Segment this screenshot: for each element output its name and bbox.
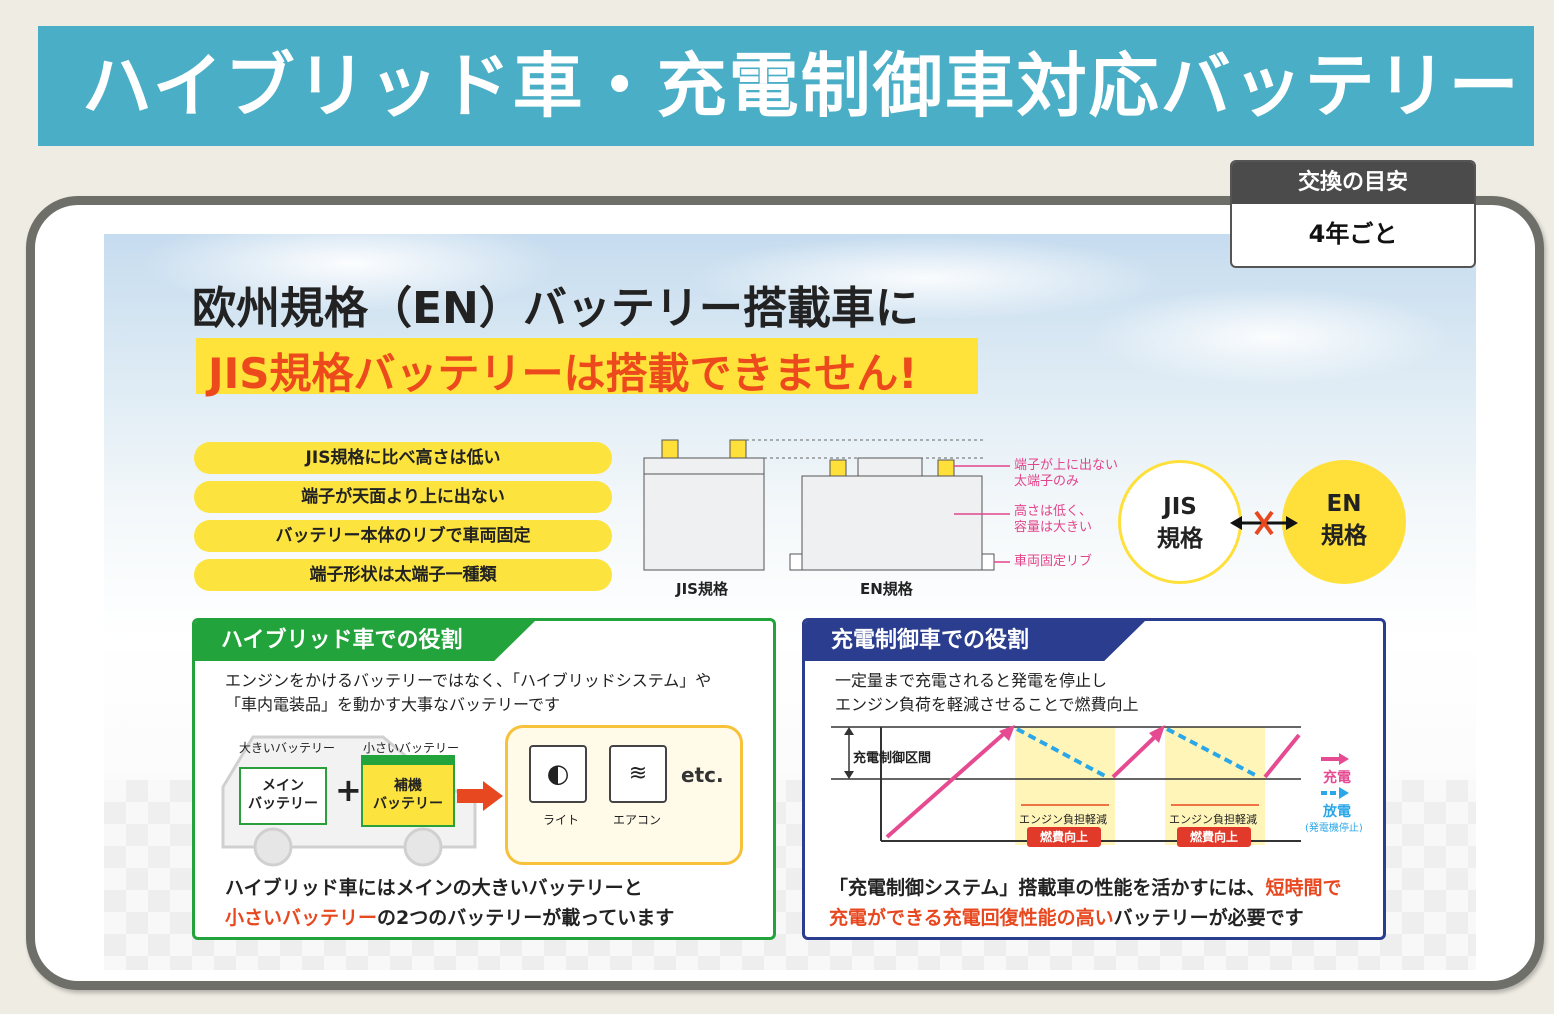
info-graphic: 欧州規格（EN）バッテリー搭載車に JIS規格バッテリーは搭載できません! JI… — [104, 234, 1476, 970]
replacement-badge: 交換の目安 4年ごと — [1230, 160, 1476, 268]
annotation-terminal: 端子が上に出ない 太端子のみ — [1014, 458, 1119, 489]
warning-highlight — [196, 338, 978, 394]
replacement-value: 4年ごと — [1308, 220, 1398, 248]
battery-top-icon — [361, 755, 455, 765]
hybrid-summary: ハイブリッド車にはメインの大きいバッテリーと 小さいバッテリーの2つのバッテリー… — [225, 877, 675, 929]
charge-control-role-box: 充電制御車での役割 一定量まで充電されると発電を停止し エンジン負荷を軽減させる… — [802, 618, 1386, 940]
jis-battery-illustration — [643, 439, 765, 571]
legend-charge: 充電 — [1323, 770, 1351, 786]
jis-caption: JIS規格 — [676, 580, 728, 598]
charge-control-title: 充電制御車での役割 — [805, 621, 1145, 661]
warning-heading: JIS規格バッテリーは搭載できません! — [208, 349, 918, 398]
legend-discharge-note: (発電機停止) — [1305, 823, 1363, 834]
feature-pill: 端子が天面より上に出ない — [194, 481, 612, 513]
etc-label: etc. — [681, 763, 724, 787]
aux-battery-box: 補機 バッテリー — [361, 761, 455, 827]
light-icon: ◐ — [529, 745, 587, 803]
fuel-efficiency-badge: 燃費向上 — [1027, 827, 1101, 847]
replacement-label: 交換の目安 — [1232, 162, 1474, 204]
info-heading: 欧州規格（EN）バッテリー搭載車に — [192, 283, 919, 334]
en-circle: EN 規格 — [1282, 460, 1406, 584]
small-battery-label: 小さいバッテリー — [363, 741, 460, 755]
hybrid-role-box: ハイブリッド車での役割 エンジンをかけるバッテリーではなく、「ハイブリッドシステ… — [192, 618, 776, 940]
big-battery-label: 大きいバッテリー — [239, 741, 336, 755]
annotation-rib: 車両固定リブ — [1014, 554, 1093, 569]
en-caption: EN規格 — [860, 580, 913, 598]
air-conditioner-icon: ≋ — [609, 745, 667, 803]
ac-label: エアコン — [613, 813, 662, 827]
fuel-efficiency-badge: 燃費向上 — [1177, 827, 1251, 847]
light-label: ライト — [543, 813, 580, 827]
legend-discharge: 放電 — [1323, 804, 1351, 820]
incompatible-arrow-icon — [1230, 510, 1298, 536]
feature-pill: バッテリー本体のリブで車両固定 — [194, 520, 612, 552]
load-reduction-label: エンジン負担軽減 — [1169, 813, 1257, 826]
power-arrow-icon — [457, 781, 503, 811]
battery-diagram — [643, 439, 1010, 571]
legend-arrows-icon — [1321, 753, 1349, 799]
page-title: ハイブリッド車・充電制御車対応バッテリー — [82, 45, 1521, 127]
feature-pill: 端子形状は太端子一種類 — [194, 559, 612, 591]
title-bar: ハイブリッド車・充電制御車対応バッテリー — [38, 26, 1534, 146]
charge-range-label: 充電制御区間 — [853, 751, 932, 766]
annotation-height: 高さは低く、 容量は大きい — [1014, 504, 1093, 535]
en-battery-illustration — [789, 457, 995, 571]
hybrid-role-desc: エンジンをかけるバッテリーではなく、「ハイブリッドシステム」や 「車内電装品」を… — [225, 671, 712, 714]
hybrid-role-title: ハイブリッド車での役割 — [195, 621, 535, 661]
feature-pill: JIS規格に比べ高さは低い — [194, 442, 612, 474]
jis-circle: JIS 規格 — [1118, 460, 1242, 584]
main-battery-box: メイン バッテリー — [239, 767, 327, 825]
charge-control-summary: 「充電制御システム」搭載車の性能を活かすには、短時間で 充電ができる充電回復性能… — [829, 877, 1342, 929]
charge-control-desc: 一定量まで充電されると発電を停止し エンジン負荷を軽減させることで燃費向上 — [835, 671, 1139, 714]
load-reduction-label: エンジン負担軽減 — [1019, 813, 1107, 826]
plus-icon: + — [335, 771, 362, 809]
